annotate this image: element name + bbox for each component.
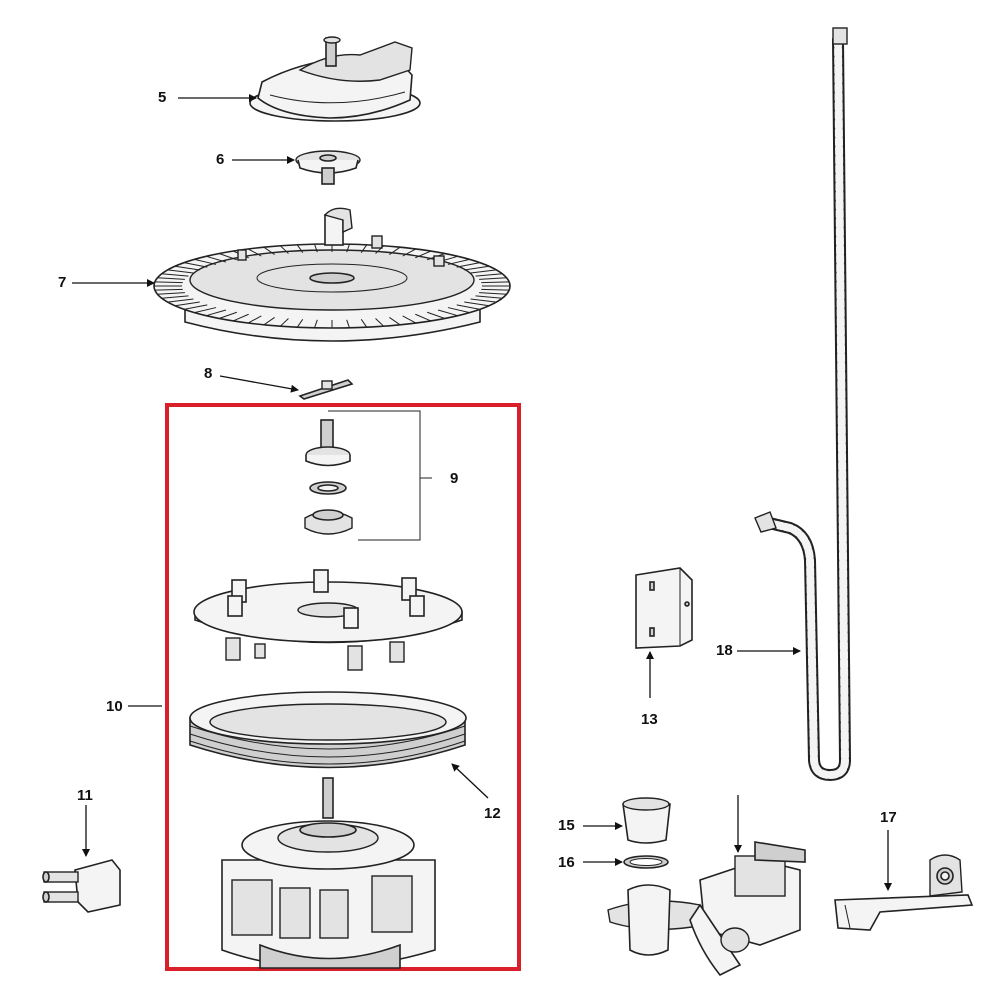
filter-rib <box>479 277 507 280</box>
callout-8: 8 <box>204 365 213 382</box>
part-13-block <box>635 567 693 649</box>
filter-rib <box>218 311 238 319</box>
filter-rib <box>456 304 481 310</box>
filter-rib <box>402 248 417 257</box>
part-15-cap <box>622 797 671 844</box>
filter-rib <box>464 301 490 307</box>
filter-rib <box>346 319 350 328</box>
filter-rib <box>194 258 217 265</box>
callout-9: 9 <box>450 470 459 487</box>
filter-rib <box>415 313 432 322</box>
filter-rib <box>426 311 446 319</box>
filter-rib <box>389 317 401 326</box>
filter-rib <box>475 295 503 299</box>
filter-rib <box>247 248 262 257</box>
callout-18: 18 <box>716 642 733 659</box>
filter-rib <box>464 265 490 271</box>
part-17-bracket <box>834 854 974 931</box>
highlight-box <box>165 403 521 971</box>
callout-5: 5 <box>158 89 167 106</box>
filter-rib <box>470 269 497 274</box>
filter-rib <box>167 269 194 274</box>
part-16-o-ring <box>623 855 669 869</box>
filter-rib <box>346 244 350 253</box>
filter-rib <box>360 244 368 253</box>
filter-rib <box>481 281 510 284</box>
filter-rib <box>279 318 289 327</box>
filter-rib <box>174 265 200 271</box>
filter-rib <box>389 246 401 255</box>
part-7-filter-ring <box>153 207 511 342</box>
filter-rib <box>437 309 459 317</box>
callout-17: 17 <box>880 809 897 826</box>
part-9-seal-kit <box>304 410 432 541</box>
callout-10: 10 <box>106 698 123 715</box>
filter-rib <box>415 250 432 259</box>
filter-rib <box>167 298 194 303</box>
filter-rib <box>247 315 262 324</box>
part-pump-motor <box>221 777 436 969</box>
part-11-connector <box>42 859 121 913</box>
filter-rib <box>263 317 275 326</box>
filter-rib <box>279 245 289 254</box>
filter-rib <box>447 307 470 314</box>
callout-6: 6 <box>216 151 225 168</box>
filter-rib <box>161 273 189 277</box>
filter-rib <box>154 288 183 291</box>
filter-rib <box>447 258 470 265</box>
callout-15: 15 <box>558 817 575 834</box>
filter-rib <box>218 253 238 261</box>
filter-rib <box>475 273 503 277</box>
filter-rib <box>375 318 385 327</box>
callout-13: 13 <box>641 711 658 728</box>
callout-7: 7 <box>58 274 67 291</box>
part-8-clip <box>298 379 354 400</box>
filter-rib <box>157 277 185 280</box>
filter-rib <box>263 246 275 255</box>
filter-rib <box>314 244 318 253</box>
filter-rib <box>161 295 189 299</box>
filter-rib <box>205 255 227 263</box>
filter-rib <box>479 292 507 295</box>
leader-lines <box>72 94 892 891</box>
filter-rib <box>296 244 304 253</box>
part-6-impeller <box>295 150 361 185</box>
filter-rib <box>481 288 510 291</box>
filter-rib <box>205 309 227 317</box>
filter-rib <box>314 319 318 328</box>
part-drain-pump <box>607 841 806 977</box>
filter-rib <box>174 301 200 307</box>
part-10-plate <box>193 569 463 671</box>
filter-rib <box>232 313 249 322</box>
filter-rib <box>183 262 208 268</box>
filter-rib <box>456 262 481 268</box>
filter-rib <box>360 319 368 328</box>
part-12-gasket <box>189 691 467 769</box>
filter-rib <box>154 281 183 284</box>
filter-rib <box>183 304 208 310</box>
callout-12: 12 <box>484 805 501 822</box>
filter-rib <box>296 319 304 328</box>
callout-16: 16 <box>558 854 575 871</box>
filter-rib <box>157 292 185 295</box>
callout-11: 11 <box>77 787 93 804</box>
part-5-diverter-housing <box>249 36 421 122</box>
part-18-hose <box>754 27 851 781</box>
filter-rib <box>470 298 497 303</box>
filter-rib <box>402 315 417 324</box>
filter-rib <box>194 307 217 314</box>
